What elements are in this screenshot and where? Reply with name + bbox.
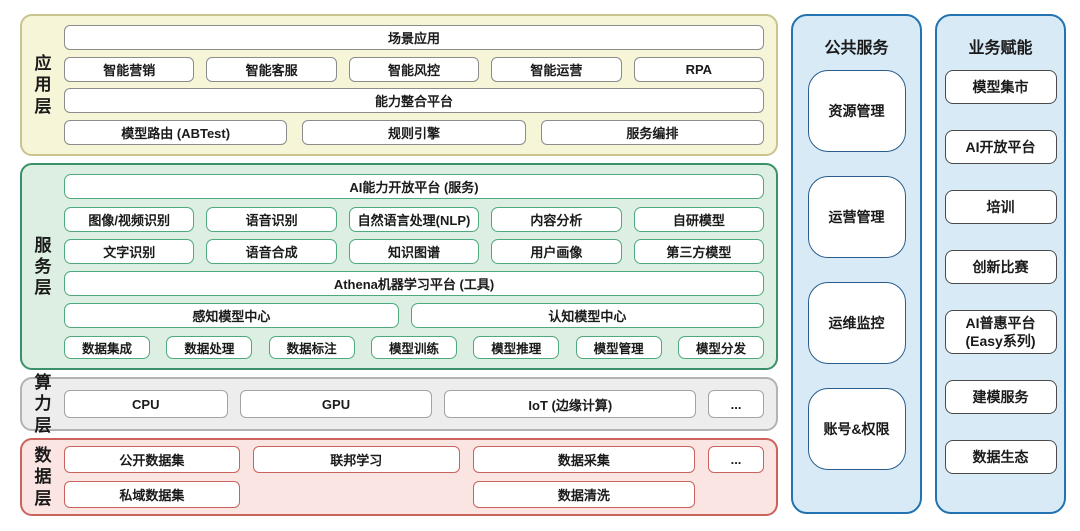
layer-stack: 应用层 场景应用 智能营销 智能客服 智能风控 智能运营 RPA 能力整合平台 … xyxy=(20,14,778,516)
account-permission-box: 账号&权限 xyxy=(807,388,906,470)
training-box: 培训 xyxy=(944,190,1057,224)
service-layer-body: AI能力开放平台 (服务) 图像/视频识别 语音识别 自然语言处理(NLP) 内… xyxy=(64,165,776,368)
knowledge-graph-box: 知识图谱 xyxy=(348,238,480,264)
self-developed-model-box: 自研模型 xyxy=(633,206,765,232)
service-layer: 服务层 AI能力开放平台 (服务) 图像/视频识别 语音识别 自然语言处理(NL… xyxy=(20,163,778,370)
compute-more-box: ... xyxy=(708,390,764,418)
ai-easy-platform-box: AI普惠平台 (Easy系列) xyxy=(944,310,1057,355)
operation-management-box: 运营管理 xyxy=(807,176,906,258)
data-ops-column: 数据采集 数据清洗 xyxy=(472,446,695,508)
public-dataset-box: 公开数据集 xyxy=(64,446,240,473)
cognition-model-center-box: 认知模型中心 xyxy=(410,303,764,329)
user-profile-box: 用户画像 xyxy=(491,238,622,264)
application-layer: 应用层 场景应用 智能营销 智能客服 智能风控 智能运营 RPA 能力整合平台 … xyxy=(20,14,778,156)
athena-ml-platform-box: Athena机器学习平台 (工具) xyxy=(64,271,764,297)
ops-monitoring-box: 运维监控 xyxy=(807,282,906,364)
modeling-service-box: 建模服务 xyxy=(944,380,1057,415)
data-layer-label: 数据层 xyxy=(34,446,52,508)
compute-layer-body: CPU GPU IoT (边缘计算) ... xyxy=(64,379,776,429)
data-cleaning-box: 数据清洗 xyxy=(472,481,695,508)
text-recognition-box: 文字识别 xyxy=(64,238,195,264)
model-routing-abtest-box: 模型路由 (ABTest) xyxy=(64,120,288,146)
application-layer-label: 应用层 xyxy=(34,54,52,116)
ai-open-platform-service-box: AI能力开放平台 (服务) xyxy=(64,174,764,200)
application-layer-body: 场景应用 智能营销 智能客服 智能风控 智能运营 RPA 能力整合平台 模型路由… xyxy=(64,16,776,154)
gpu-box: GPU xyxy=(239,390,433,418)
rule-engine-box: 规则引擎 xyxy=(302,120,526,146)
business-enablement-title: 业务赋能 xyxy=(968,40,1033,57)
service-orchestration-box: 服务编排 xyxy=(540,120,764,146)
capability-integration-platform-box: 能力整合平台 xyxy=(64,88,764,114)
dataset-column: 公开数据集 私域数据集 xyxy=(64,446,240,508)
compute-layer-label: 算力层 xyxy=(34,373,52,435)
speech-recognition-box: 语音识别 xyxy=(206,206,337,232)
service-layer-label-col: 服务层 xyxy=(22,165,64,368)
nlp-box: 自然语言处理(NLP) xyxy=(348,206,480,232)
data-integration-box: 数据集成 xyxy=(64,335,150,359)
resource-management-box: 资源管理 xyxy=(807,70,906,152)
smart-marketing-box: 智能营销 xyxy=(64,56,195,82)
public-services-column: 公共服务 资源管理 运营管理 运维监控 账号&权限 xyxy=(791,14,922,514)
public-services-title: 公共服务 xyxy=(824,40,889,57)
ai-open-platform-box: AI开放平台 xyxy=(944,130,1057,164)
data-collection-box: 数据采集 xyxy=(472,446,695,473)
private-dataset-box: 私域数据集 xyxy=(64,481,240,508)
compute-layer: 算力层 CPU GPU IoT (边缘计算) ... xyxy=(20,373,778,435)
data-more-box: ... xyxy=(708,446,764,473)
application-layer-label-col: 应用层 xyxy=(22,16,64,154)
perception-model-center-box: 感知模型中心 xyxy=(64,303,399,329)
rpa-box: RPA xyxy=(633,56,765,82)
model-distribution-box: 模型分发 xyxy=(677,335,764,359)
federated-learning-box: 联邦学习 xyxy=(252,446,460,473)
model-inference-box: 模型推理 xyxy=(473,335,560,359)
business-enablement-column: 业务赋能 模型集市 AI开放平台 培训 创新比赛 AI普惠平台 (Easy系列)… xyxy=(935,14,1066,514)
compute-layer-label-col: 算力层 xyxy=(22,373,64,435)
smart-customer-service-box: 智能客服 xyxy=(206,56,337,82)
content-analysis-box: 内容分析 xyxy=(491,206,622,232)
model-management-box: 模型管理 xyxy=(575,335,662,359)
data-layer: 数据层 公开数据集 私域数据集 联邦学习 数据采集 数据清洗 xyxy=(20,438,778,516)
federated-learning-column: 联邦学习 xyxy=(252,446,460,508)
smart-operation-box: 智能运营 xyxy=(491,56,622,82)
data-processing-box: 数据处理 xyxy=(166,335,253,359)
image-video-recognition-box: 图像/视频识别 xyxy=(64,206,195,232)
model-training-box: 模型训练 xyxy=(370,335,457,359)
model-market-box: 模型集市 xyxy=(944,70,1057,104)
data-more-column: ... xyxy=(708,446,764,508)
third-party-model-box: 第三方模型 xyxy=(633,238,765,264)
iot-edge-computing-box: IoT (边缘计算) xyxy=(444,390,697,418)
cpu-box: CPU xyxy=(64,390,228,418)
data-layer-body: 公开数据集 私域数据集 联邦学习 数据采集 数据清洗 ... xyxy=(64,440,776,514)
smart-risk-control-box: 智能风控 xyxy=(348,56,480,82)
data-labeling-box: 数据标注 xyxy=(268,335,355,359)
data-ecosystem-box: 数据生态 xyxy=(944,440,1057,475)
innovation-competition-box: 创新比赛 xyxy=(944,250,1057,284)
scene-application-box: 场景应用 xyxy=(64,24,764,50)
speech-synthesis-box: 语音合成 xyxy=(206,238,337,264)
service-layer-label: 服务层 xyxy=(34,235,52,298)
data-layer-label-col: 数据层 xyxy=(22,440,64,514)
